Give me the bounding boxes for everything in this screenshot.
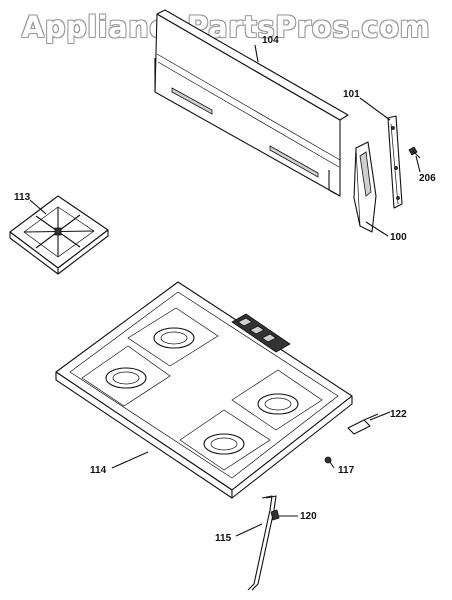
watermark-logo: AppliancePartsPros.com [21, 10, 431, 44]
part-120-fitting[interactable] [270, 509, 280, 521]
part-122-igniter[interactable] [347, 413, 379, 435]
label-113: 113 [14, 192, 31, 203]
label-100: 100 [390, 232, 407, 243]
part-100-end-cap[interactable] [353, 141, 377, 233]
part-117-nut[interactable] [324, 456, 332, 464]
part-114-cooktop[interactable] [55, 281, 353, 499]
leader-lines [29, 44, 421, 537]
label-122: 122 [390, 409, 407, 420]
label-101: 101 [343, 89, 360, 100]
part-115-gas-tube[interactable] [247, 495, 277, 591]
label-114: 114 [90, 465, 107, 476]
part-113-burner-grate[interactable] [9, 195, 109, 275]
part-206-screw[interactable] [408, 146, 421, 159]
label-206: 206 [419, 173, 436, 184]
label-115: 115 [215, 533, 232, 544]
label-117: 117 [338, 465, 355, 476]
part-101-side-bracket[interactable] [387, 115, 403, 209]
label-104: 104 [262, 35, 279, 46]
part-104-backsplash[interactable] [154, 9, 349, 197]
label-120: 120 [300, 511, 317, 522]
